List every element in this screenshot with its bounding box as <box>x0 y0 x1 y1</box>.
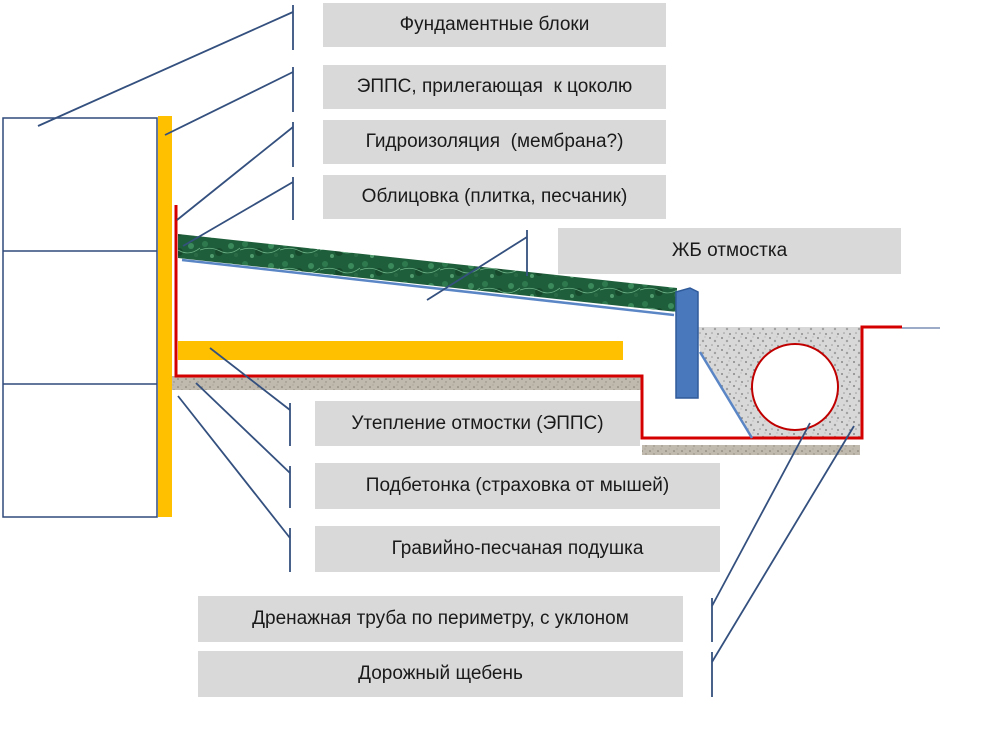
foundation-blocks <box>2 117 158 518</box>
label-cladding: Облицовка (плитка, песчаник) <box>323 175 666 219</box>
gravel-sand-cushion-layer <box>172 376 860 455</box>
label-rc-blind-area: ЖБ отмостка <box>558 228 901 274</box>
label-epps-plinth: ЭППС, прилегающая к цоколю <box>323 65 666 109</box>
label-subbase-concrete: Подбетонка (страховка от мышей) <box>315 463 720 509</box>
slab-underside-edge <box>181 258 675 317</box>
label-waterproofing: Гидроизоляция (мембрана?) <box>323 120 666 164</box>
drain-pipe <box>751 343 839 431</box>
label-gravel-sand-cushion: Гравийно-песчаная подушка <box>315 526 720 572</box>
rc-blind-area-slab <box>178 234 677 312</box>
trench-slope-edge <box>698 351 754 439</box>
label-foundation-blocks: Фундаментные блоки <box>323 3 666 47</box>
label-blind-area-insulation: Утепление отмостки (ЭППС) <box>315 401 640 446</box>
label-road-gravel: Дорожный щебень <box>198 651 683 697</box>
waterproofing-membrane <box>174 205 902 440</box>
label-drain-pipe: Дренажная труба по периметру, с уклоном <box>198 596 683 642</box>
leader-lines <box>37 5 855 697</box>
epps-plinth-board <box>158 116 172 517</box>
blind-area-insulation-board <box>178 341 623 360</box>
curb-stone <box>675 287 699 399</box>
